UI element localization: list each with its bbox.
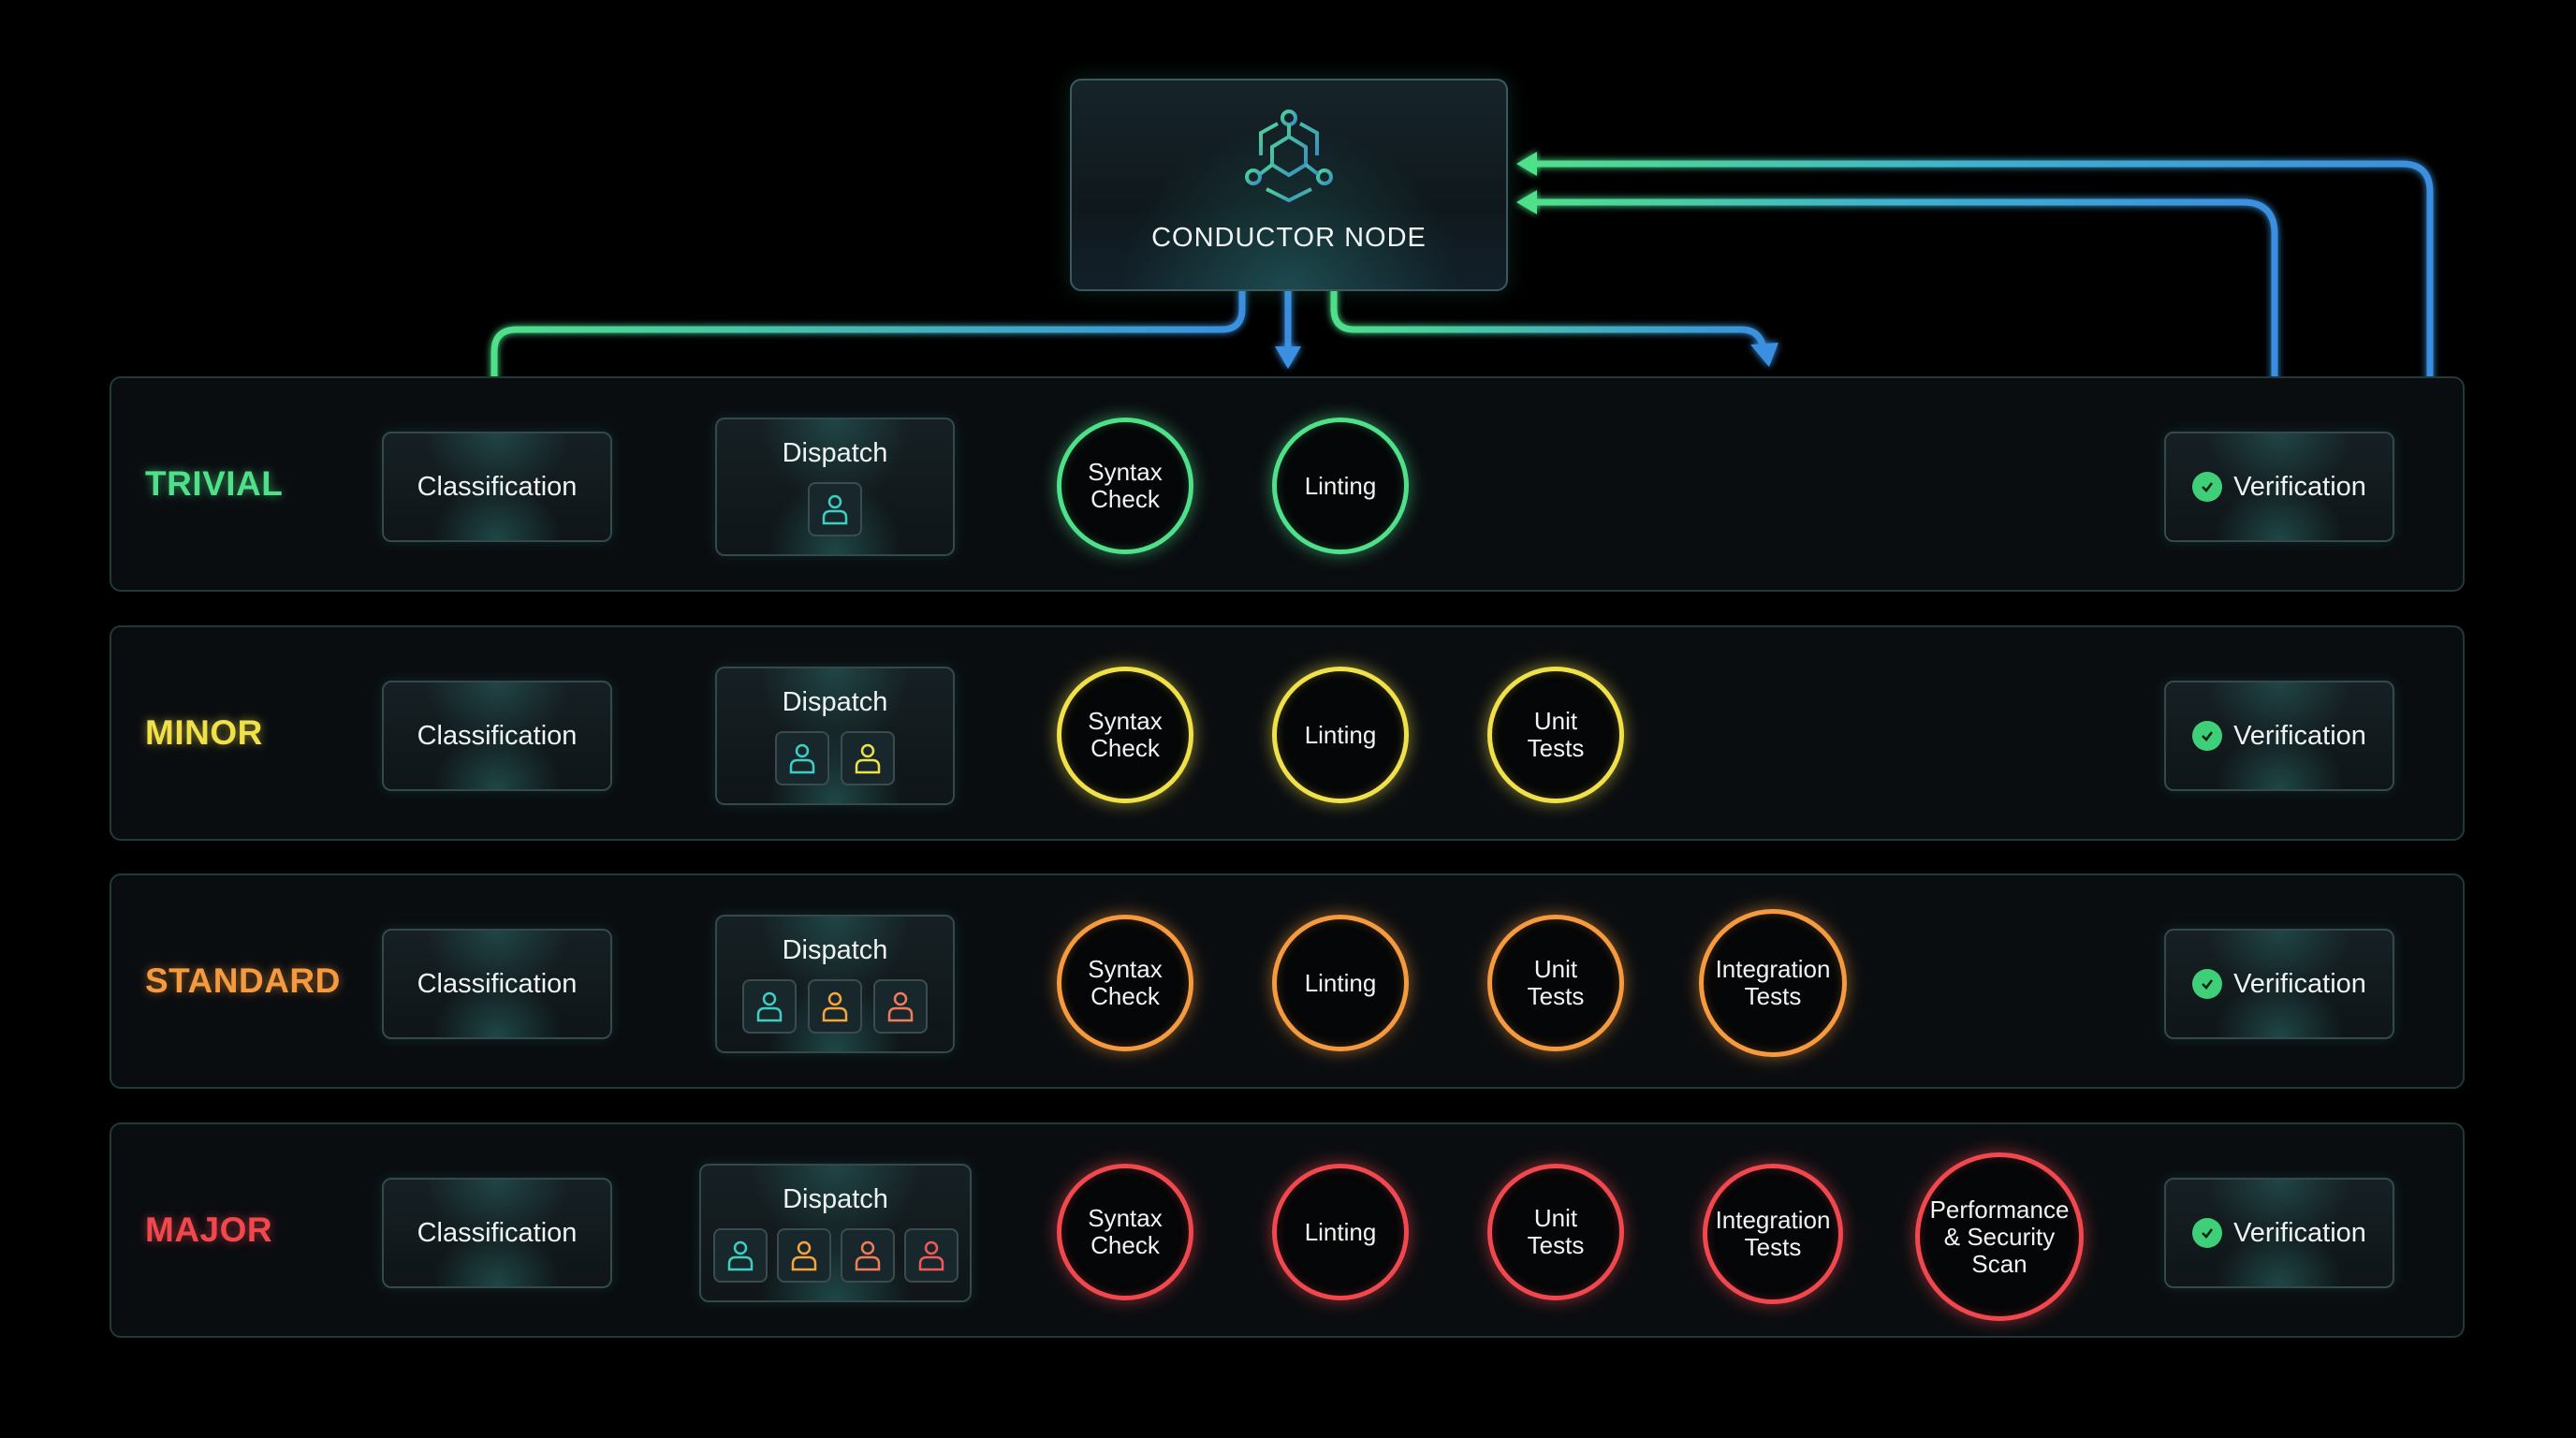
agent-icon bbox=[808, 482, 862, 536]
verification-box[interactable]: Verification bbox=[2164, 1178, 2394, 1288]
lane-major: MAJOR Classification Dispatch Syntax Che… bbox=[110, 1123, 2465, 1338]
step-linting[interactable]: Linting bbox=[1272, 418, 1409, 554]
lane-minor: MINOR Classification Dispatch Syntax Che… bbox=[110, 625, 2465, 841]
step-unit-tests[interactable]: Unit Tests bbox=[1487, 667, 1624, 803]
dispatch-box[interactable]: Dispatch bbox=[715, 667, 955, 805]
step-linting[interactable]: Linting bbox=[1272, 1164, 1409, 1300]
step-linting[interactable]: Linting bbox=[1272, 915, 1409, 1051]
conductor-node[interactable]: CONDUCTOR NODE bbox=[1070, 79, 1508, 291]
agent-icon bbox=[903, 1228, 959, 1283]
classification-box[interactable]: Classification bbox=[382, 929, 612, 1039]
step-syntax-check[interactable]: Syntax Check bbox=[1057, 1164, 1193, 1300]
dispatch-label: Dispatch bbox=[782, 935, 888, 965]
step-integration-tests[interactable]: Integration Tests bbox=[1703, 1164, 1843, 1304]
dispatch-box[interactable]: Dispatch bbox=[715, 418, 955, 556]
agent-icon bbox=[776, 1228, 831, 1283]
verification-box[interactable]: Verification bbox=[2164, 432, 2394, 542]
verification-box[interactable]: Verification bbox=[2164, 929, 2394, 1039]
classification-box[interactable]: Classification bbox=[382, 432, 612, 542]
step-integration-tests[interactable]: Integration Tests bbox=[1699, 909, 1847, 1057]
conductor-title: CONDUCTOR NODE bbox=[1151, 223, 1427, 253]
agent-icon bbox=[841, 731, 895, 785]
classification-box[interactable]: Classification bbox=[382, 1178, 612, 1288]
network-hexagon-icon bbox=[1245, 110, 1333, 203]
verification-box[interactable]: Verification bbox=[2164, 681, 2394, 791]
agent-icon bbox=[775, 731, 829, 785]
lane-trivial: TRIVIAL Classification Dispatch Syntax C… bbox=[110, 376, 2465, 592]
classification-box[interactable]: Classification bbox=[382, 681, 612, 791]
lane-label-major: MAJOR bbox=[145, 1211, 273, 1249]
agent-icon bbox=[873, 979, 928, 1034]
step-performance-security-scan[interactable]: Performance & Security Scan bbox=[1915, 1152, 2084, 1321]
check-circle-icon bbox=[2192, 721, 2223, 751]
step-unit-tests[interactable]: Unit Tests bbox=[1487, 915, 1624, 1051]
lane-label-standard: STANDARD bbox=[145, 961, 341, 1000]
check-circle-icon bbox=[2192, 1218, 2223, 1248]
dispatch-label: Dispatch bbox=[783, 1184, 888, 1214]
step-unit-tests[interactable]: Unit Tests bbox=[1487, 1164, 1624, 1300]
dispatch-label: Dispatch bbox=[782, 687, 888, 717]
agent-icon bbox=[808, 979, 862, 1034]
agent-icon bbox=[742, 979, 797, 1034]
step-linting[interactable]: Linting bbox=[1272, 667, 1409, 803]
dispatch-box[interactable]: Dispatch bbox=[699, 1164, 972, 1302]
lane-standard: STANDARD Classification Dispatch Syntax … bbox=[110, 873, 2465, 1089]
lane-label-minor: MINOR bbox=[145, 713, 263, 752]
agent-icon bbox=[840, 1228, 895, 1283]
check-circle-icon bbox=[2192, 472, 2223, 502]
check-circle-icon bbox=[2192, 969, 2223, 999]
dispatch-label: Dispatch bbox=[782, 438, 888, 468]
step-syntax-check[interactable]: Syntax Check bbox=[1057, 418, 1193, 554]
step-syntax-check[interactable]: Syntax Check bbox=[1057, 667, 1193, 803]
agent-icon bbox=[712, 1228, 768, 1283]
step-syntax-check[interactable]: Syntax Check bbox=[1057, 915, 1193, 1051]
lane-label-trivial: TRIVIAL bbox=[145, 464, 284, 503]
dispatch-box[interactable]: Dispatch bbox=[715, 915, 955, 1053]
